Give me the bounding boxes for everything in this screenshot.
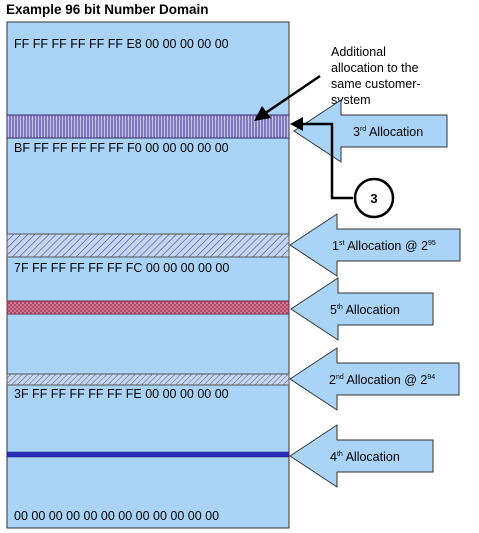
annotation-line-2: allocation to the [331,61,419,75]
annotation-line-1: Additional [331,45,386,59]
arrow-2nd-allocation: 2nd Allocation @ 294 [289,347,460,411]
hex-label-bf: BF FF FF FF FF FF F0 00 00 00 00 00 [14,141,229,155]
arrow-4th-label: 4th Allocation [330,450,400,464]
band-4th-allocation [6,451,290,458]
arrow-3rd-label: 3rd Allocation [353,125,423,139]
arrow-1st-allocation: 1st Allocation @ 295 [289,213,461,277]
arrow-4th-allocation: 4th Allocation [289,424,434,488]
diagram-title: Example 96 bit Number Domain [6,2,209,17]
hex-label-3f: 3F FF FF FF FF FF FE 00 00 00 00 00 [14,387,229,401]
arrow-5th-label: 5th Allocation [330,303,400,317]
hex-label-top: FF FF FF FF FF FF E8 00 00 00 00 00 [14,37,229,51]
band-1st-allocation [6,233,290,258]
callout-connector [290,117,353,200]
annotation-pointer-arrow [254,74,321,121]
arrow-5th-allocation: 5th Allocation [290,277,434,341]
band-2nd-allocation [6,373,290,386]
band-5th-allocation [6,300,290,315]
arrow-2nd-label: 2nd Allocation @ 294 [329,373,435,387]
additional-allocation-note: Additional allocation to the same custom… [331,45,421,107]
band-3rd-allocation [6,114,290,139]
hex-label-bottom: 00 00 00 00 00 00 00 00 00 00 00 00 [14,509,219,523]
arrow-3rd-allocation: 3rd Allocation [293,99,448,163]
callout-number: 3 [370,191,377,206]
hex-label-7f: 7F FF FF FF FF FF FC 00 00 00 00 00 [14,261,229,275]
arrow-1st-label: 1st Allocation @ 295 [332,239,436,253]
callout-circle: 3 [353,177,395,219]
number-domain-box [6,21,290,529]
annotation-line-3: same customer- [331,77,421,91]
